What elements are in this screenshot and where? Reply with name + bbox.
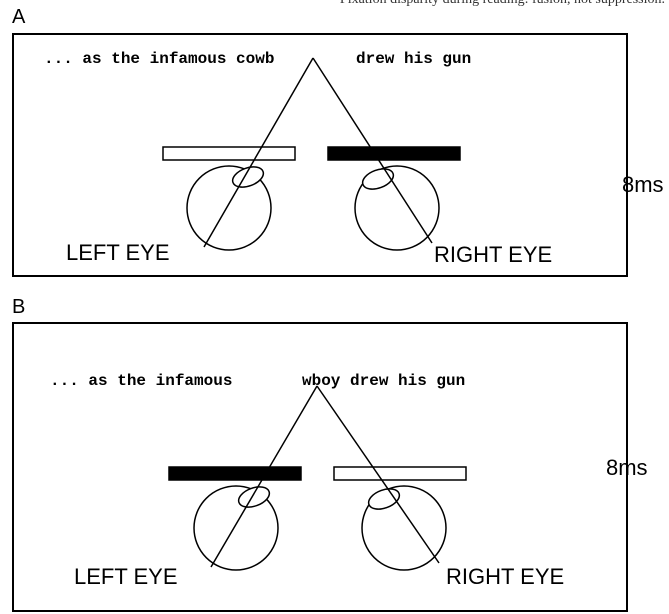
right-eye-label: RIGHT EYE [434, 242, 552, 268]
right-occluder-filled [328, 147, 460, 160]
right-eye-lens [366, 485, 402, 513]
left-eye-lens [230, 163, 266, 191]
panel-a-timing: 8ms [622, 172, 664, 198]
panel-b: ... as the infamous wboy drew his gun LE… [12, 322, 628, 612]
right-eye-label: RIGHT EYE [446, 564, 564, 590]
panel-b-timing: 8ms [606, 455, 648, 481]
sentence-right-part: wboy drew his gun [302, 372, 465, 390]
sentence-left-part: ... as the infamous [50, 372, 232, 390]
panel-a: ... as the infamous cowb drew his gun LE… [12, 33, 628, 277]
right-occluder-open [334, 467, 466, 480]
left-eye-label: LEFT EYE [74, 564, 178, 590]
sentence-right-part: drew his gun [356, 50, 471, 68]
panel-a-label: A [12, 6, 25, 29]
panel-b-label: B [12, 296, 25, 319]
figure-caption: Fixation disparity during reading: fusio… [0, 0, 669, 12]
left-eye-lens [236, 483, 272, 511]
left-occluder-filled [169, 467, 301, 480]
left-eye-label: LEFT EYE [66, 240, 170, 266]
left-occluder-open [163, 147, 295, 160]
sentence-left-part: ... as the infamous cowb [44, 50, 274, 68]
